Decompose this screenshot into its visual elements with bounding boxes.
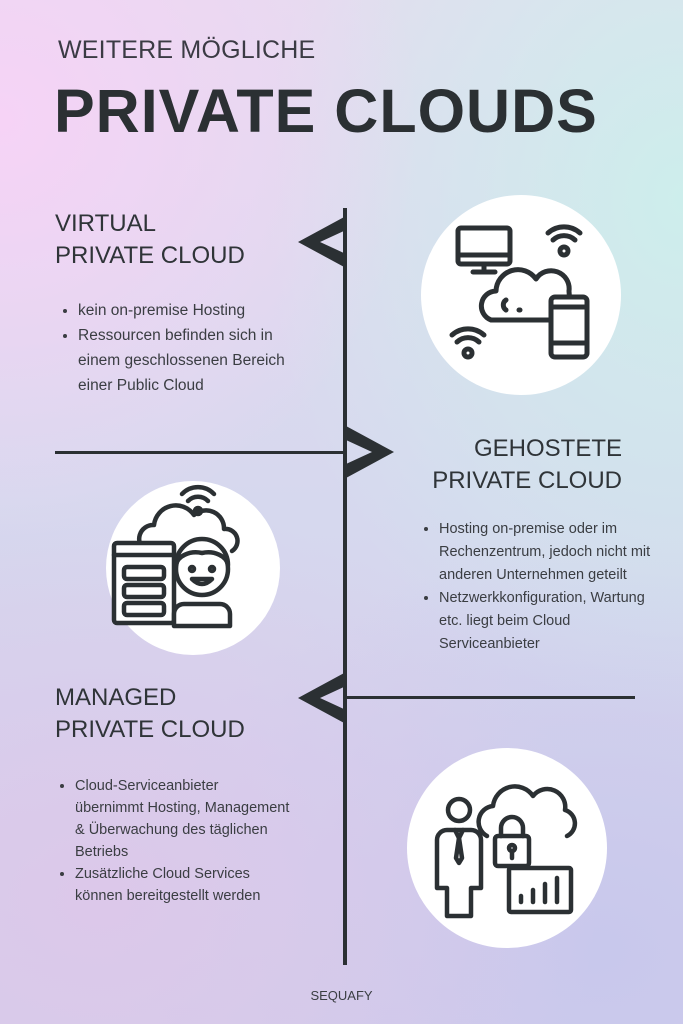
devices-cloud-wifi-icon bbox=[449, 224, 590, 360]
list-item: kein on-premise Hosting bbox=[78, 298, 308, 323]
icon-circle bbox=[421, 195, 621, 395]
heading-line: PRIVATE CLOUD bbox=[432, 467, 622, 494]
heading-line: PRIVATE CLOUD bbox=[55, 242, 245, 269]
section-heading-managed: MANAGED PRIVATE CLOUD bbox=[55, 682, 245, 746]
heading-line: VIRTUAL bbox=[55, 210, 156, 237]
heading-line: PRIVATE CLOUD bbox=[55, 716, 245, 743]
list-item: Netzwerkkonfiguration, Wartung etc. lieg… bbox=[439, 587, 669, 656]
list-item: Cloud-Serviceanbieter übernimmt Hosting,… bbox=[75, 775, 290, 863]
bullet-list-hosted: Hosting on-premise oder im Rechenzentrum… bbox=[419, 518, 669, 656]
list-item: Zusätzliche Cloud Services können bereit… bbox=[75, 863, 290, 907]
list-item: Hosting on-premise oder im Rechenzentrum… bbox=[439, 518, 669, 587]
person-cloud-server-icon bbox=[111, 484, 240, 629]
list-item: Ressourcen befinden sich in einem geschl… bbox=[78, 323, 308, 398]
bullet-list-managed: Cloud-Serviceanbieter übernimmt Hosting,… bbox=[55, 775, 290, 907]
icon-circle bbox=[407, 748, 607, 948]
section-heading-virtual: VIRTUAL PRIVATE CLOUD bbox=[55, 208, 245, 272]
timeline-vertical-line bbox=[343, 208, 347, 965]
timeline-branch-line-2 bbox=[345, 696, 635, 699]
manager-cloud-lock-chart-icon bbox=[434, 784, 578, 919]
page-subtitle: WEITERE MÖGLICHE bbox=[58, 36, 316, 64]
heading-line: MANAGED bbox=[55, 684, 177, 711]
icon-circle bbox=[106, 481, 280, 655]
section-heading-hosted: GEHOSTETE PRIVATE CLOUD bbox=[360, 433, 622, 497]
page-title: PRIVATE CLOUDS bbox=[54, 77, 598, 145]
chevron-left-icon bbox=[298, 672, 346, 724]
bullet-list-virtual: kein on-premise Hosting Ressourcen befin… bbox=[58, 298, 308, 398]
chevron-right-icon bbox=[346, 426, 394, 478]
chevron-left-icon bbox=[298, 216, 346, 268]
footer-brand: SEQUAFY bbox=[310, 988, 373, 1003]
timeline-branch-line-1 bbox=[55, 451, 345, 454]
heading-line: GEHOSTETE bbox=[473, 435, 622, 462]
